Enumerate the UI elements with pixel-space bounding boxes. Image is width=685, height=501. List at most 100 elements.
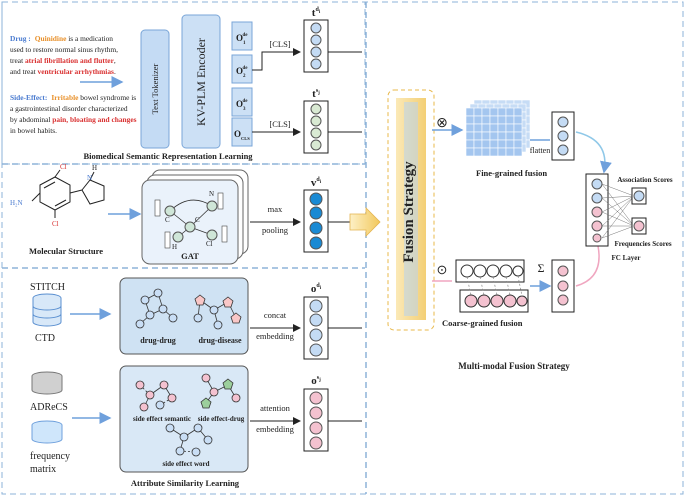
grid-cell (497, 147, 507, 157)
gat-label: GAT (181, 251, 199, 261)
molecular-caption: Molecular Structure (29, 246, 103, 256)
se-desc-1: bowel syndrome is (78, 93, 136, 102)
gat-node-center (184, 221, 196, 233)
grid-cell (497, 107, 507, 117)
drug-desc-1: is a medication (66, 34, 113, 43)
fc-input-nodes (591, 178, 603, 243)
atom-h: H (92, 164, 97, 172)
cls-label-drug: [CLS] (269, 39, 290, 49)
frequencies-scores-label: Frequencies Scores (614, 240, 671, 248)
o-drug-node-2 (309, 313, 323, 327)
grid-cell (505, 131, 515, 141)
database-icon-2 (31, 371, 63, 395)
svg-text:Side-Effect:Irritable bowel sy: Side-Effect:Irritable bowel syndrome is (10, 93, 136, 102)
pooling-label: pooling (262, 225, 289, 235)
sum-symbol: Σ (538, 261, 545, 275)
gat-label-n: N (209, 190, 214, 198)
grid-cell (497, 123, 507, 133)
v-node-2 (309, 206, 323, 220)
drug-desc-4b: ventricular arrhythmias (38, 67, 115, 76)
cls-label-se: [CLS] (269, 119, 290, 129)
vector-o-se-nodes (309, 391, 323, 450)
grid-cell (505, 115, 515, 125)
frequency-label: frequency (30, 451, 70, 462)
o-se-node-2 (309, 406, 323, 420)
v-node-4 (309, 236, 323, 250)
association-scores-label: Association Scores (617, 176, 673, 184)
grid-cell (505, 139, 515, 149)
vector-v-drug-label: vdi (311, 177, 322, 189)
drug-name: Quinidine (35, 34, 67, 43)
v-node-3 (309, 221, 323, 235)
o-se-node-4 (309, 436, 323, 450)
token-box-1 (231, 21, 253, 51)
token-label-2: O2de (236, 66, 248, 79)
t-se-node-2 (310, 115, 322, 127)
atom-n: N (87, 174, 92, 182)
grid-cell (489, 139, 499, 149)
concat-embedding-label: embedding (256, 331, 295, 341)
t-se-node-3 (310, 127, 322, 139)
grid-cell (481, 147, 491, 157)
fc-layer-label: FC Layer (612, 254, 641, 262)
fusion-input-arrow (349, 207, 381, 237)
grid-cell (465, 123, 475, 133)
se-desc-3b: pain, bloating and changes (52, 115, 136, 124)
coarse-links (466, 275, 523, 297)
t-drug-node-4 (310, 58, 322, 70)
kvplm-encoder-box (181, 14, 221, 149)
grid-cell (489, 123, 499, 133)
drug-desc-3c: , (114, 56, 116, 65)
o-drug-node-4 (309, 343, 323, 357)
grid-cell (473, 123, 483, 133)
drug-drug-graph (135, 288, 178, 329)
grid-cell (473, 147, 483, 157)
vector-v-drug-nodes (309, 192, 323, 250)
gat-node-n (206, 200, 218, 212)
fine-vector-nodes (557, 116, 569, 156)
o-se-node-3 (309, 421, 323, 435)
gat-label-c: C (165, 216, 170, 224)
text-tokenizer-label: Text Tokenizer (150, 63, 160, 114)
grid-cell (513, 123, 523, 133)
token-label-3: O3de (236, 99, 248, 112)
drug-desc-2: used to restore normal sinus rhythm, (10, 45, 118, 54)
token-box-3 (231, 87, 253, 117)
grid-cell (465, 115, 475, 125)
svg-text:treat atrial fibrillation and: treat atrial fibrillation and flutter, (10, 56, 116, 65)
drug-desc-3b: atrial fibrillation and flutter (25, 56, 115, 65)
vector-o-drug-label: odi (311, 283, 322, 295)
grid-cell (505, 107, 515, 117)
v-node-1 (309, 192, 323, 206)
svg-text:by abdominal pain, bloating an: by abdominal pain, bloating and changes (10, 115, 137, 124)
max-label: max (268, 204, 283, 214)
o-drug-node-3 (309, 328, 323, 342)
grid-cell (497, 131, 507, 141)
grid-cell (465, 131, 475, 141)
token-box-2 (231, 54, 253, 84)
svg-text:Drug :Quinidine is a medicatio: Drug :Quinidine is a medication (10, 34, 113, 43)
ctd-label: CTD (35, 333, 55, 344)
t-se-node-4 (310, 139, 322, 151)
grid-cell (505, 147, 515, 157)
imidazoline-ring (81, 179, 105, 205)
grid-cell (497, 139, 507, 149)
grid-cell (513, 147, 523, 157)
atom-cl-top: Cl (60, 163, 67, 171)
o-se-node-1 (309, 391, 323, 405)
se-desc-2: a gastrointestinal disorder characterize… (10, 104, 128, 113)
vector-t-drug-label: tdi (312, 7, 321, 19)
gat-label-h: H (172, 243, 177, 251)
se-label: Side-Effect: (10, 93, 47, 102)
side-effect-description: Side-Effect:Irritable bowel syndrome is … (10, 93, 137, 135)
attribute-caption: Attribute Similarity Learning (131, 478, 240, 488)
fine-grained-grid (465, 99, 531, 157)
se-word-graph (165, 423, 213, 457)
token-label-1: O1de (236, 33, 248, 46)
t-drug-node-3 (310, 46, 322, 58)
grid-cell (465, 147, 475, 157)
gat-graph (154, 192, 228, 249)
grid-cell (481, 123, 491, 133)
grid-cell (505, 123, 515, 133)
